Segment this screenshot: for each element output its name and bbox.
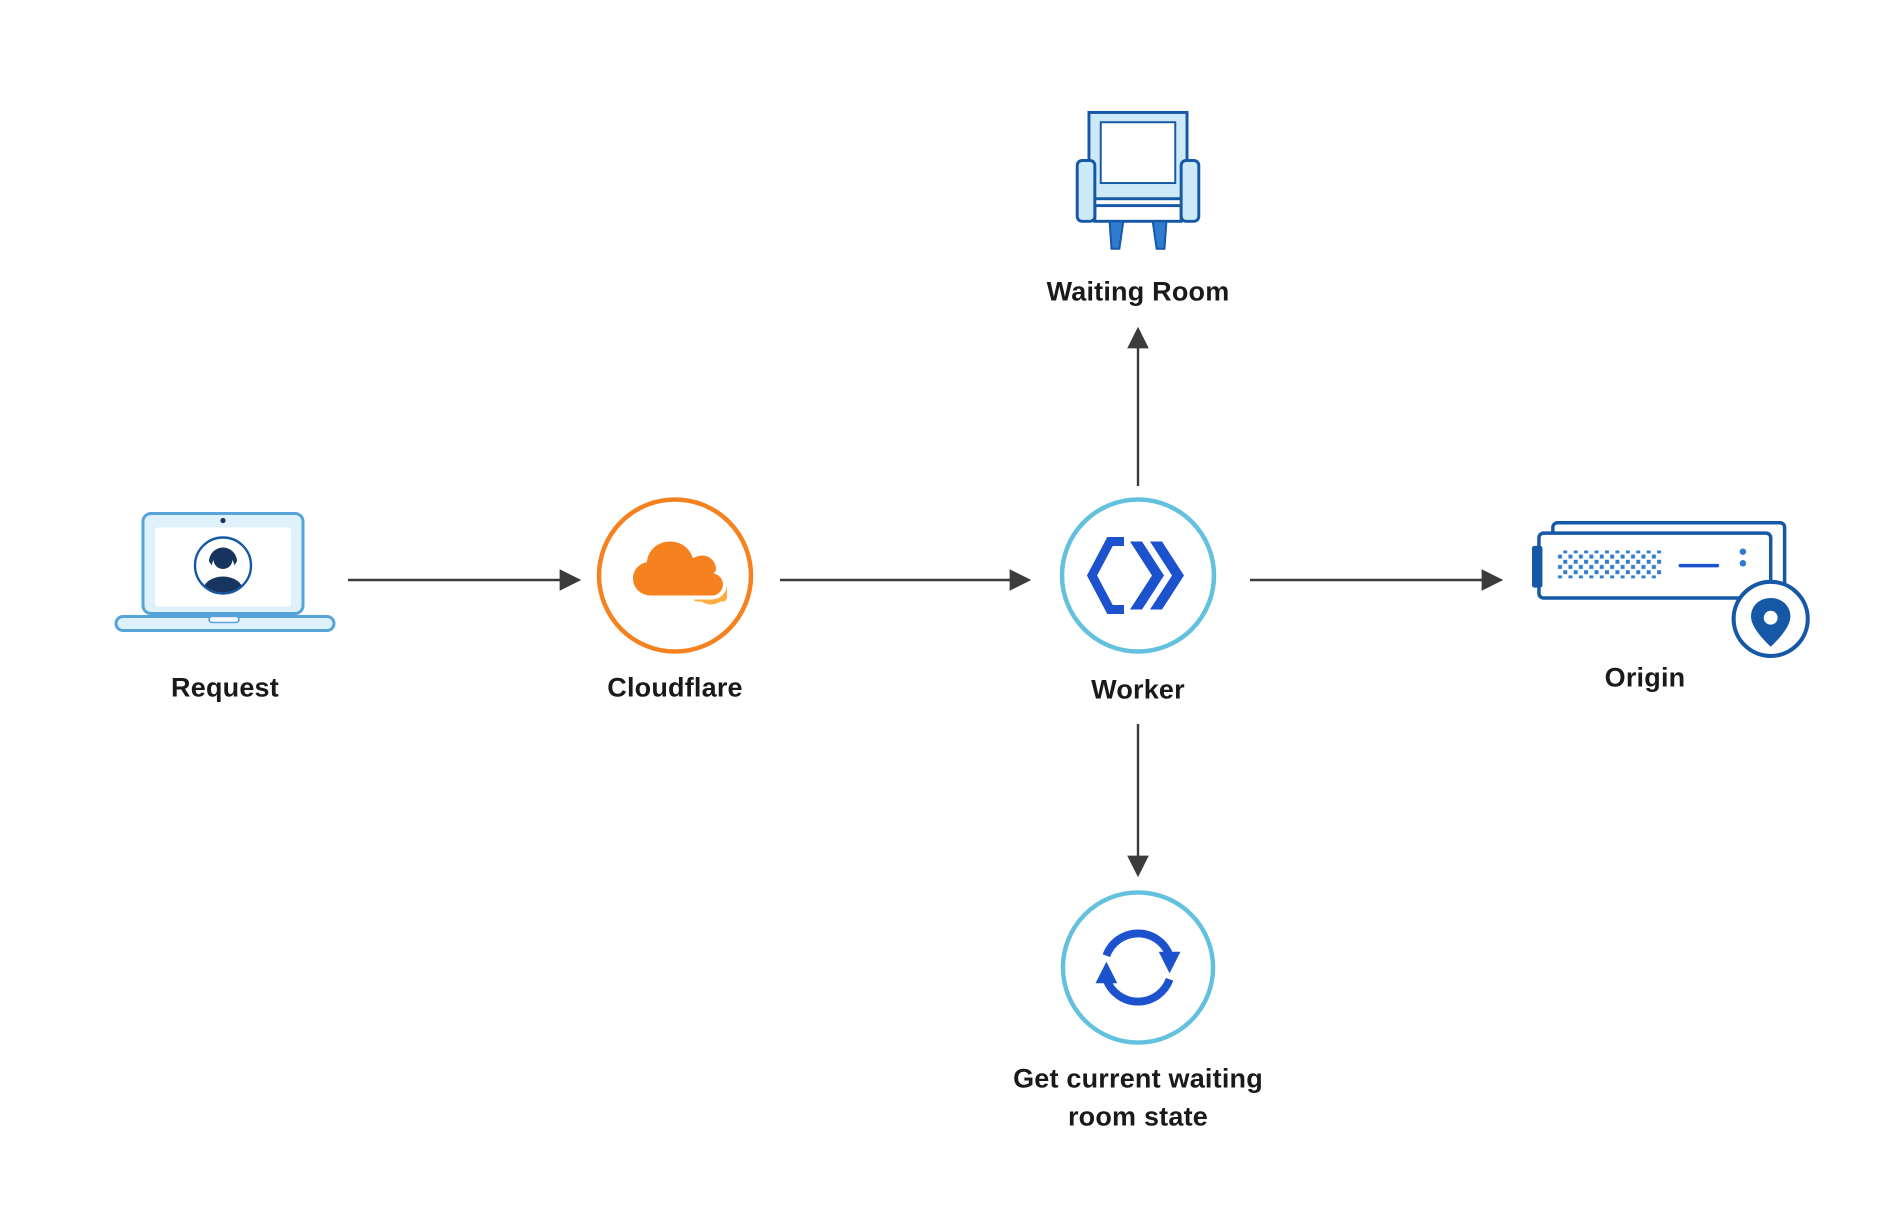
- server-location-icon: [1532, 520, 1810, 658]
- worker-brackets-icon: [1059, 497, 1217, 654]
- chevron-1: [1130, 541, 1164, 610]
- waiting-room-label: Waiting Room: [1046, 276, 1230, 307]
- worker-label: Worker: [1091, 674, 1185, 705]
- chevron-2: [1150, 541, 1184, 610]
- sync-ring: [1060, 890, 1216, 1045]
- bracket-left: [1086, 537, 1124, 614]
- worker-ring: [1059, 497, 1217, 654]
- waiting-room-state-label: Get current waiting room state: [1013, 1063, 1263, 1132]
- server-dot-matrix: [1557, 550, 1662, 579]
- user-avatar-icon: [193, 536, 253, 595]
- request-label: Request: [171, 672, 279, 703]
- node-origin: [1532, 518, 1824, 668]
- node-worker: [1058, 496, 1218, 661]
- cloudflare-logo-icon: [596, 497, 754, 654]
- server-left-tab: [1532, 545, 1543, 588]
- cloud-main-part: [628, 537, 728, 600]
- sync-icon: [1060, 890, 1216, 1045]
- chair-seat: [1093, 204, 1183, 223]
- cloudflare-label: Cloudflare: [607, 672, 743, 703]
- chair-arm-left: [1075, 159, 1097, 223]
- camera-dot-icon: [220, 517, 226, 524]
- chair-leg-right: [1151, 220, 1168, 250]
- chair-arm-right: [1179, 159, 1201, 223]
- node-request: [114, 511, 336, 650]
- node-cloudflare: [595, 496, 755, 661]
- location-pin-icon: [1731, 579, 1810, 658]
- laptop-user-icon: [114, 512, 336, 632]
- chair-icon: [1075, 110, 1201, 250]
- origin-label: Origin: [1604, 662, 1686, 693]
- node-waiting-room-state: [1059, 889, 1217, 1052]
- refresh-arrows-icon: [1095, 929, 1181, 1006]
- node-waiting-room: [1073, 110, 1203, 267]
- chair-leg-left: [1108, 220, 1125, 250]
